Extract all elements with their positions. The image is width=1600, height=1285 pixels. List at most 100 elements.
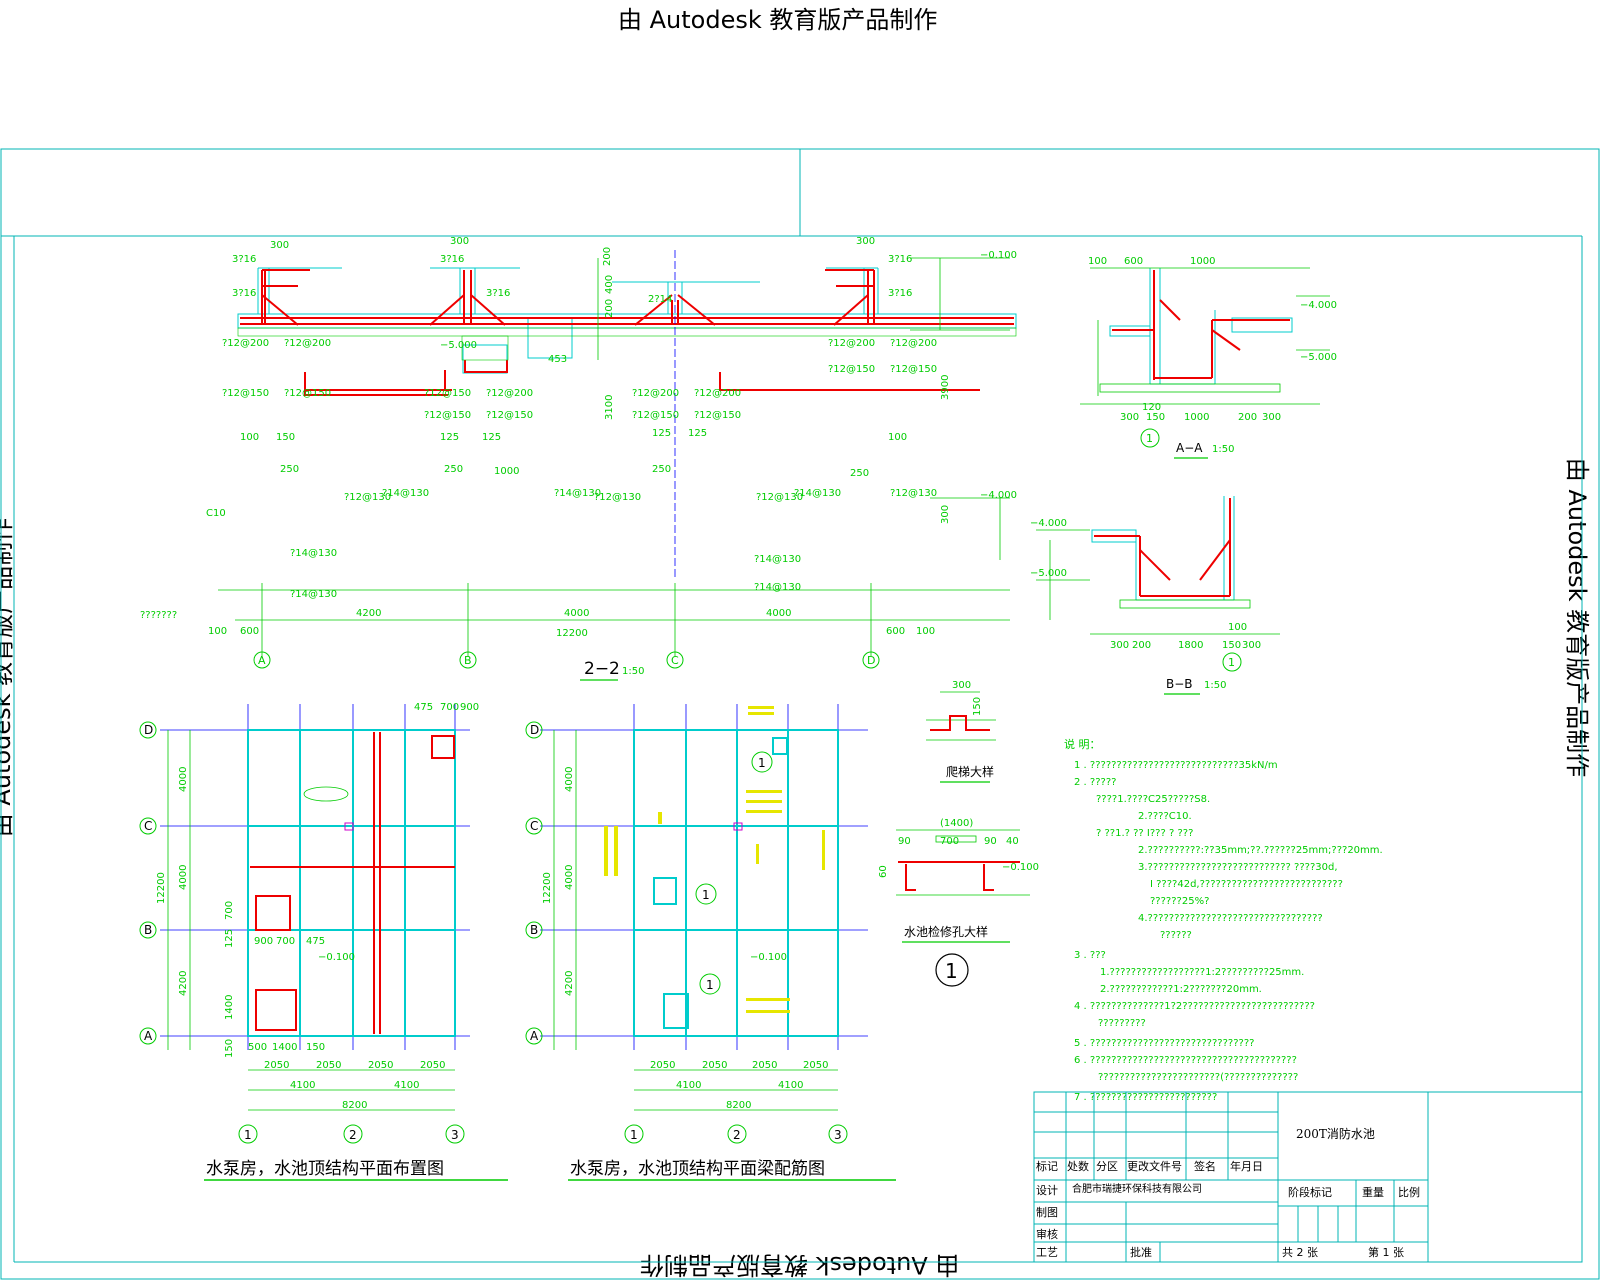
plan1-dim-8200: 8200: [342, 1100, 367, 1111]
rebar-label-12-150-g: ?12@150: [828, 364, 875, 375]
plan2-dim-4100-a: 4100: [676, 1080, 701, 1091]
notes-heading: 说 明：: [1064, 737, 1101, 751]
plan1-dim-4000-a: 4000: [178, 767, 189, 792]
aa-dim-300-b: 300: [1262, 412, 1281, 423]
rebar-label-12-150-f: ?12@150: [694, 410, 741, 421]
aa-dim-120: 120: [1142, 402, 1161, 413]
plan2-axis-1: 1: [630, 1128, 638, 1142]
plan1-dim-500: 500: [248, 1042, 267, 1053]
tb-header-fenqu: 分区: [1096, 1160, 1118, 1173]
plan1-dim-2050-a: 2050: [264, 1060, 289, 1071]
rebar-label-12-200-g: ?12@200: [828, 338, 875, 349]
plan2-axis-2: 2: [733, 1128, 741, 1142]
rebar-label-12-150-left: ?12@150: [222, 388, 269, 399]
plan2-dim-2050-b: 2050: [702, 1060, 727, 1071]
plan1-dim-1400-side: 1400: [224, 995, 235, 1020]
rebar-label-3-16-c: 3?16: [440, 254, 464, 265]
rebar-label-12-200-f: ?12@200: [694, 388, 741, 399]
plan2-dim-4000-b: 4000: [564, 865, 575, 890]
elev-4000: −4.000: [980, 490, 1017, 501]
bb-elev-4000: −4.000: [1030, 518, 1067, 529]
notes-line-15: 4 . ??????????????1?2???????????????????…: [1074, 1001, 1315, 1012]
bb-dim-300: 300: [1110, 640, 1129, 651]
plan1-axis-2: 2: [349, 1128, 357, 1142]
section-a-a-title: A−A: [1176, 441, 1203, 455]
dim-top-200-b: 200: [604, 299, 615, 318]
notes-line-8: I ????42d,???????????????????????????: [1150, 879, 1343, 890]
aa-marker: 1: [1146, 432, 1153, 445]
section-b-b-title: B−B: [1166, 677, 1193, 691]
aa-dim-1000: 1000: [1184, 412, 1209, 423]
plan1-axis-a: A: [144, 1029, 153, 1043]
bb-dim-1800: 1800: [1178, 640, 1203, 651]
notes-line-19: ???????????????????????(??????????????: [1098, 1072, 1298, 1083]
axis-a-label: A: [258, 654, 266, 667]
notes-line-3: ????1.????C25?????S8.: [1096, 794, 1210, 805]
notes-line-4: 2.????C10.: [1138, 811, 1192, 822]
notes-line-6: 2.??????????:??35mm;??.??????25mm;???20m…: [1138, 845, 1383, 856]
rebar-label-12-200-h: ?12@200: [890, 338, 937, 349]
tb-company: 合肥市瑞捷环保科技有限公司: [1072, 1182, 1202, 1195]
rebar-label-12-150-a: ?12@150: [284, 388, 331, 399]
plan1-axis-1: 1: [244, 1128, 252, 1142]
plan1-axis-b: B: [144, 923, 152, 937]
rebar-label-12-130-c: ?12@130: [756, 492, 803, 503]
rebar-label-12-200-e: ?12@200: [632, 388, 679, 399]
manhole-dim-1400: (1400): [940, 818, 973, 829]
dim-125-a: 125: [440, 432, 459, 443]
tb-row-zhitu: 制图: [1036, 1206, 1058, 1219]
elev-0100: −0.100: [980, 250, 1017, 261]
plan1-axis-3: 3: [451, 1128, 459, 1142]
plan1-axis-c: C: [144, 819, 152, 833]
manhole-marker: 1: [945, 959, 958, 983]
rebar-label-12-200-left: ?12@200: [222, 338, 269, 349]
rebar-label-14-130-f: ?14@130: [754, 554, 801, 565]
dim-top-400: 400: [604, 275, 615, 294]
bb-marker: 1: [1228, 656, 1235, 669]
axis-d-label: D: [867, 654, 875, 667]
rebar-label-3-16-d: 3?16: [486, 288, 510, 299]
plan1-dim-4100-b: 4100: [394, 1080, 419, 1091]
manhole-detail: (1400) 90 700 90 40 60 −0.100 水池检修孔大样 1: [878, 818, 1039, 987]
rebar-label-14-130-b: ?14@130: [554, 488, 601, 499]
rebar-label-12-150-h: ?12@150: [890, 364, 937, 375]
plan1-dim-475: 475: [306, 936, 325, 947]
dim-600-left: 600: [240, 626, 259, 637]
plan1-dim-4100-a: 4100: [290, 1080, 315, 1091]
section-b-b-scale: 1:50: [1204, 680, 1226, 691]
plan2-marker-a: 1: [758, 756, 766, 770]
plan1-dim-150-side: 150: [224, 1039, 235, 1058]
notes-line-2: 2 . ?????: [1074, 777, 1116, 788]
aa-dim-300-a: 300: [1120, 412, 1139, 423]
dim-top-300-b: 300: [450, 236, 469, 247]
plan2-axis-a: A: [530, 1029, 539, 1043]
bb-elev-5000: −5.000: [1030, 568, 1067, 579]
section-detail-label: ???????: [140, 610, 177, 621]
section-2-2-title: 2−2: [584, 659, 620, 679]
axis-b-label: B: [464, 654, 472, 667]
section-a-a-scale: 1:50: [1212, 444, 1234, 455]
tb-row-shenhe: 审核: [1036, 1227, 1058, 1241]
tb-approve: 批准: [1130, 1245, 1152, 1259]
dim-453: 453: [548, 354, 567, 365]
plan2-dim-12200: 12200: [542, 872, 553, 904]
notes-line-12: 3 . ???: [1074, 950, 1106, 961]
section-a-a: 100 600 1000 300 150 1000 200 300 120 −4…: [1080, 256, 1337, 459]
tb-header-nianyueri: 年月日: [1230, 1159, 1263, 1173]
plan2-dim-2050-a: 2050: [650, 1060, 675, 1071]
ladder-dim-150: 150: [972, 697, 983, 716]
aa-dim-1000-top: 1000: [1190, 256, 1215, 267]
manhole-elev: −0.100: [1002, 862, 1039, 873]
rebar-label-14-130-e: ?14@130: [290, 589, 337, 600]
dim-3900: 3900: [940, 375, 951, 400]
tb-ratio: 比例: [1398, 1185, 1420, 1199]
notes-line-5: ? ??1.? ?? I??? ? ???: [1096, 828, 1193, 839]
bb-dim-100: 100: [1228, 622, 1247, 633]
bb-dim-300-b: 300: [1242, 640, 1261, 651]
aa-elev-5000: −5.000: [1300, 352, 1337, 363]
plan1-dim-4200: 4200: [178, 971, 189, 996]
plan2-axis-d: D: [530, 723, 539, 737]
rebar-label-3-16-a: 3?16: [232, 254, 256, 265]
dim-300: 300: [940, 505, 951, 524]
